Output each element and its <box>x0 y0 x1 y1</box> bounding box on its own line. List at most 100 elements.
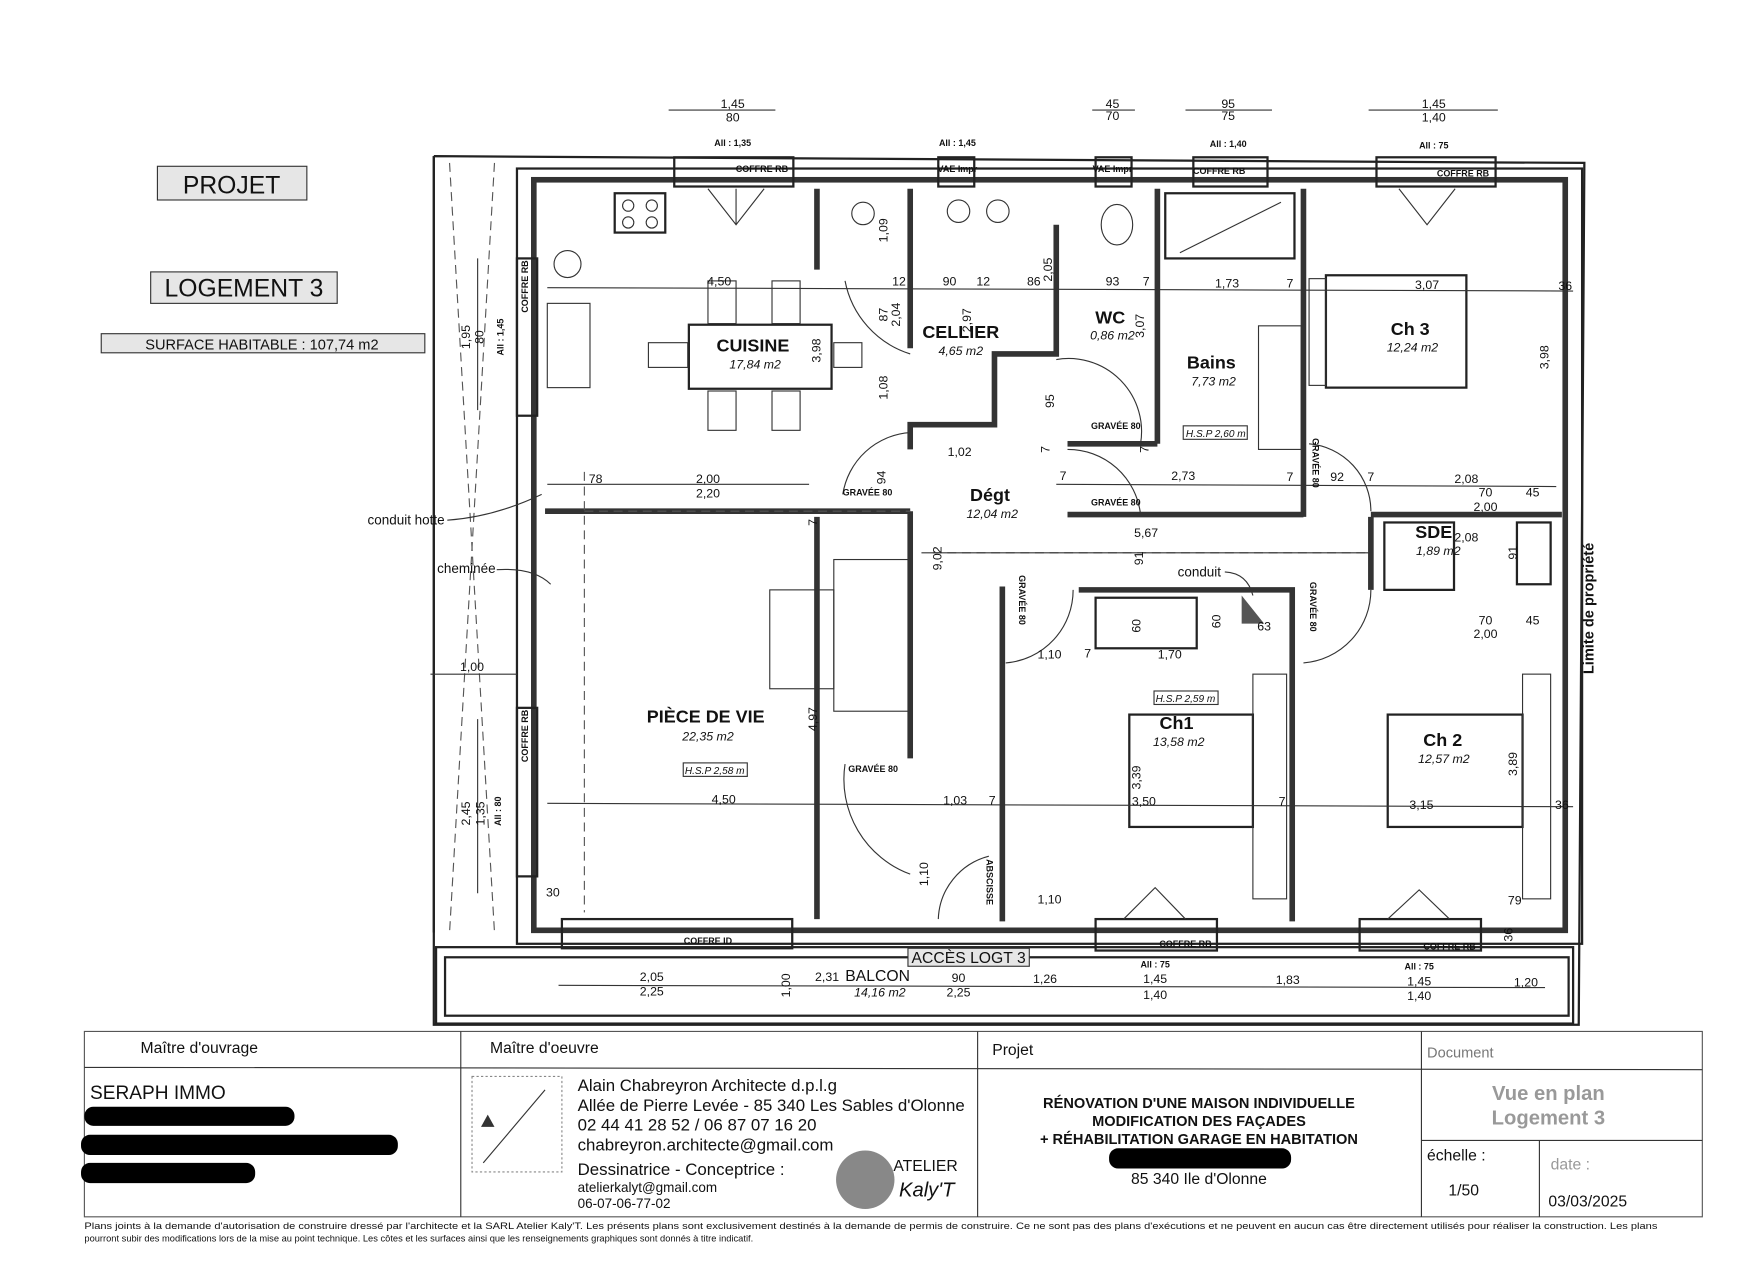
dimension-value: 2,00 <box>1473 500 1497 514</box>
dimension-value: 1,40 <box>1407 989 1431 1003</box>
architect-email: chabreyron.architecte@gmail.com <box>578 1136 834 1155</box>
dimension-value: 1,45 <box>1407 974 1431 988</box>
dimension-value: 92 <box>1330 470 1344 484</box>
project-line-1: RÉNOVATION D'UNE MAISON INDIVIDUELLE <box>1043 1095 1355 1112</box>
plan-label: GRAVÉE 80 <box>1017 575 1027 625</box>
dimension-value: 1,83 <box>1276 973 1300 987</box>
dimension-value: 80 <box>726 110 740 124</box>
plan-label: All : 75 <box>1404 962 1433 972</box>
dimension-value: 2,73 <box>1171 469 1195 483</box>
dimension-value: 2,45 <box>459 801 473 825</box>
dimension-value: 7 <box>1279 795 1286 809</box>
plan-label: All : 75 <box>1419 140 1448 150</box>
plan-label: COFFRE RB <box>736 164 789 174</box>
hsp-ch1: H.S.P 2,59 m <box>1156 694 1216 705</box>
svg-text:ATELIER: ATELIER <box>893 1158 957 1175</box>
date-label: date : <box>1551 1157 1590 1174</box>
redacted-address-1 <box>84 1106 295 1126</box>
area-cuisine: 17,84 m2 <box>729 358 781 372</box>
plan-label: GRAVÉE 80 <box>1091 498 1141 508</box>
plan-label: All : 1,40 <box>1210 139 1247 149</box>
dimension-value: 1,10 <box>917 862 931 886</box>
dimension-value: 91 <box>1506 546 1520 560</box>
dimension-value: 7 <box>1060 469 1067 483</box>
room-balcon: BALCON <box>845 968 910 985</box>
dimension-value: 75 <box>1221 109 1235 123</box>
dimension-value: 1,09 <box>877 218 891 242</box>
cheminee-label: cheminée <box>437 561 495 576</box>
dimension-value: 2,05 <box>1041 258 1055 282</box>
dimension-value: 2,25 <box>640 984 664 998</box>
dimension-value: 1,26 <box>1033 972 1057 986</box>
document-subtitle: Logement 3 <box>1492 1108 1605 1130</box>
dimension-value: 63 <box>1257 619 1271 633</box>
owner-header: Maître d'ouvrage <box>141 1040 259 1057</box>
area-balcon: 14,16 m2 <box>854 986 906 1000</box>
doors <box>842 280 1372 920</box>
dimension-value: 1,45 <box>721 97 745 111</box>
svg-text:Kaly'T: Kaly'T <box>899 1180 956 1202</box>
dimension-value: 80 <box>472 330 486 344</box>
date-value: 03/03/2025 <box>1548 1194 1627 1211</box>
unit-title: LOGEMENT 3 <box>165 276 324 303</box>
dimension-value: 1,40 <box>1143 988 1167 1002</box>
plan-label: COFFRE RB <box>1437 168 1490 178</box>
area-wc: 0,86 m2 <box>1090 328 1135 342</box>
plan-label: COFFRE RB <box>1423 941 1476 951</box>
plan-label: GRAVÉE 80 <box>1310 438 1320 488</box>
plan-label: All : 75 <box>1140 959 1169 969</box>
dimension-value: 1,02 <box>948 445 972 459</box>
dimension-value: 1,20 <box>1514 975 1538 989</box>
walls <box>432 155 1586 1026</box>
hsp-piece-de-vie: H.S.P 2,58 m <box>685 766 745 777</box>
designer-phone: 06-07-06-77-02 <box>578 1196 671 1211</box>
dimension-value: 3,50 <box>1132 795 1156 809</box>
dimension-value: 30 <box>546 886 560 900</box>
dimension-value: 4,97 <box>806 707 820 731</box>
dimension-value: 3,98 <box>1537 345 1551 369</box>
room-degt: Dégt <box>970 485 1010 505</box>
dimension-value: 45 <box>1526 486 1540 500</box>
dimension-value: 7 <box>1287 277 1294 291</box>
area-cellier: 4,65 m2 <box>938 344 983 358</box>
project-line-3: + RÉHABILITATION GARAGE EN HABITATION <box>1040 1131 1358 1148</box>
dimension-value: 5,67 <box>1134 526 1158 540</box>
abscisse-label: ABSCISSE <box>985 859 995 905</box>
plan-label: COFFRE RB <box>1193 166 1246 176</box>
project-header: Projet <box>992 1042 1034 1059</box>
plan-label: VAE Impr <box>1093 164 1133 174</box>
dimension-value: 95 <box>1043 394 1057 408</box>
room-piece-de-vie: PIÈCE DE VIE <box>647 705 765 726</box>
dimension-value: 3,89 <box>1506 752 1520 776</box>
dimension-value: 12 <box>892 274 906 288</box>
dimension-value: 79 <box>1508 893 1522 907</box>
dimension-value: 2,97 <box>960 308 974 332</box>
dimension-value: 91 <box>1132 551 1146 565</box>
room-sde: SDE <box>1415 522 1452 542</box>
dimension-value: 36 <box>1555 798 1569 812</box>
dimension-value: 3,39 <box>1130 765 1144 789</box>
dimension-value: 3,15 <box>1409 798 1433 812</box>
dimension-value: 90 <box>943 274 957 288</box>
room-bains: Bains <box>1187 353 1236 373</box>
dimension-value: 1,95 <box>459 325 473 349</box>
plan-label: GRAVÉE 80 <box>1091 421 1141 431</box>
room-ch1: Ch1 <box>1160 713 1194 733</box>
document-title: Vue en plan <box>1492 1083 1605 1105</box>
dimension-value: 93 <box>1106 274 1120 288</box>
annotations: conduit hotte cheminée conduit Limite de… <box>368 493 1597 967</box>
dimension-value: 1,35 <box>473 801 487 825</box>
dimension-value: 3,07 <box>1133 314 1147 338</box>
dimension-value: 1,40 <box>1422 110 1446 124</box>
document-header: Document <box>1427 1045 1494 1061</box>
designer-email: atelierkalyt@gmail.com <box>578 1180 717 1195</box>
dimension-value: 3,98 <box>809 338 823 362</box>
dimension-value: 86 <box>1027 274 1041 288</box>
dimension-value: 2,31 <box>815 970 839 984</box>
architect-phone: 02 44 41 28 52 / 06 87 07 16 20 <box>578 1115 817 1134</box>
scale-value: 1/50 <box>1448 1182 1479 1199</box>
dimension-value: 7 <box>1367 470 1374 484</box>
dimension-value: 4,50 <box>707 274 731 288</box>
limite-propriete-label: Limite de propriété <box>1581 543 1597 674</box>
